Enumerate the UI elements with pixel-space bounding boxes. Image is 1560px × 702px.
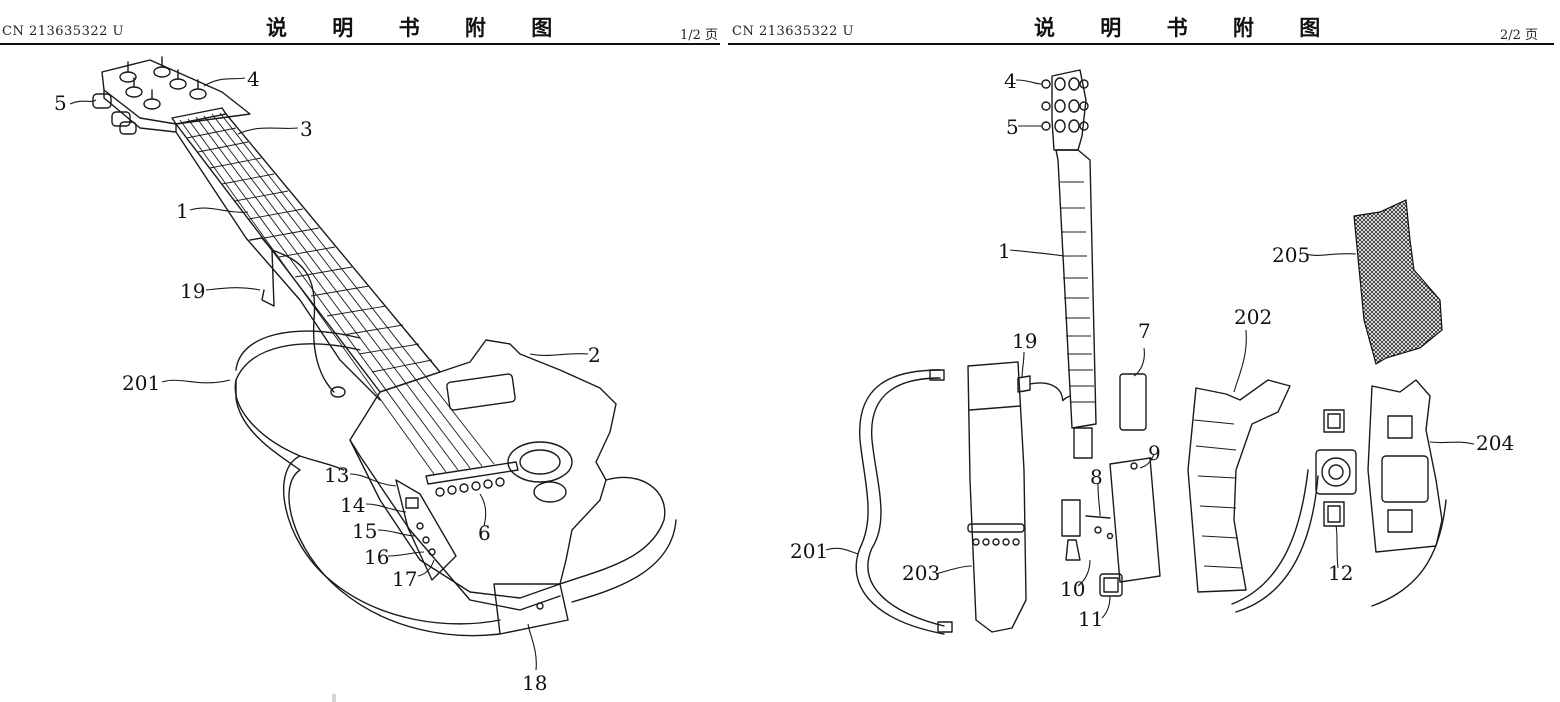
frets <box>1060 181 1095 403</box>
ref-label: 6 <box>478 521 491 545</box>
ref-label: 4 <box>1004 69 1017 93</box>
ref-label: 1 <box>998 239 1011 263</box>
figure-2-exploded-view <box>825 69 1475 635</box>
header-rule <box>728 43 1554 45</box>
figure-1-perspective-guitar <box>69 56 677 671</box>
ref-label: 10 <box>1060 577 1085 601</box>
scan-mark <box>332 694 336 702</box>
ref-label: 201 <box>122 371 160 395</box>
component-9 <box>1109 457 1161 583</box>
ref-label: 15 <box>352 519 377 543</box>
ref-label: 9 <box>1148 441 1161 465</box>
ref-label: 17 <box>392 567 417 591</box>
strings <box>179 112 495 475</box>
figure-1-labels: 4 5 3 1 19 201 2 13 14 15 16 17 6 18 <box>54 67 601 695</box>
ref-label: 1 <box>176 199 189 223</box>
ref-label: 13 <box>324 463 349 487</box>
back-plate <box>1367 379 1443 553</box>
figure-2-labels: 4 5 1 205 202 7 19 9 8 204 201 203 10 11… <box>790 69 1514 631</box>
ref-label: 205 <box>1272 243 1310 267</box>
end-block <box>493 583 569 635</box>
component-7 <box>1119 373 1147 431</box>
sheet-title: 说 明 书 附 图 <box>266 16 572 40</box>
guitar-body <box>349 339 617 599</box>
tuning-pegs <box>1041 77 1089 133</box>
ref-label: 7 <box>1138 319 1151 343</box>
sheet-gutter <box>722 0 728 702</box>
frets <box>186 127 433 373</box>
outer-frame <box>867 377 945 627</box>
ref-label: 5 <box>54 91 67 115</box>
body-shell <box>1187 379 1291 593</box>
pickguard <box>1353 199 1443 365</box>
publication-number: CN 213635322 U <box>2 24 124 39</box>
sheet-title: 说 明 书 附 图 <box>1034 16 1340 40</box>
page-indicator: 2/2 页 <box>1500 28 1539 43</box>
ref-label: 19 <box>1012 329 1037 353</box>
outer-frame <box>234 343 501 625</box>
body-strip <box>967 361 1027 633</box>
drawing-sheet-2: CN 213635322 U 说 明 书 附 图 2/2 页 <box>728 0 1560 702</box>
ref-label: 204 <box>1476 431 1514 455</box>
ref-label: 2 <box>588 343 601 367</box>
ref-label: 12 <box>1328 561 1353 585</box>
drawing-sheet-1: CN 213635322 U 说 明 书 附 图 1/2 页 <box>0 0 722 702</box>
ref-label: 3 <box>300 117 313 141</box>
hook-cable <box>1017 375 1031 393</box>
ref-label: 19 <box>180 279 205 303</box>
ref-label: 16 <box>364 545 389 569</box>
ref-label: 4 <box>247 67 260 91</box>
headstock <box>1051 69 1087 151</box>
header-rule <box>0 43 720 45</box>
ref-label: 202 <box>1234 305 1272 329</box>
speakers <box>1315 409 1357 527</box>
electronics-8-10-11 <box>1061 499 1123 597</box>
control-panel <box>395 479 457 581</box>
page-indicator: 1/2 页 <box>680 28 719 43</box>
publication-number: CN 213635322 U <box>732 24 854 39</box>
ref-label: 14 <box>340 493 365 517</box>
hook-cable <box>249 237 275 307</box>
bridge <box>425 461 519 485</box>
neck <box>1055 149 1097 429</box>
ref-label: 5 <box>1006 115 1019 139</box>
ref-label: 8 <box>1090 465 1103 489</box>
ref-label: 201 <box>790 539 828 563</box>
ref-label: 11 <box>1078 607 1103 631</box>
ref-label: 18 <box>522 671 547 695</box>
ref-label: 203 <box>902 561 940 585</box>
